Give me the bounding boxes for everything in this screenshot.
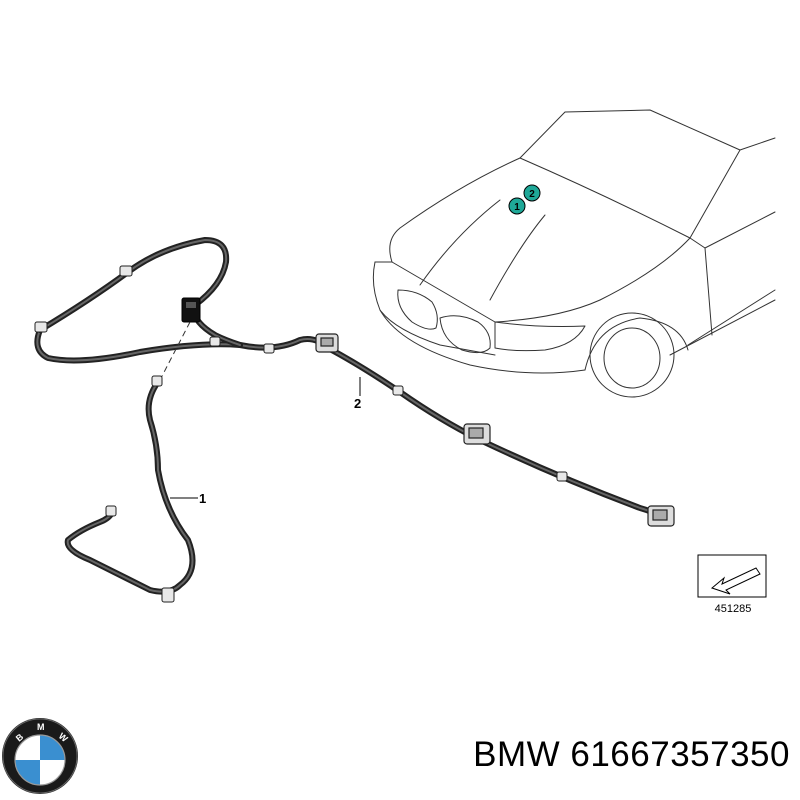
hood-badge-1: 1	[508, 197, 526, 215]
hose-clip	[392, 385, 404, 396]
hood-badge-group: 2 1	[508, 184, 541, 215]
leader-dashed	[159, 321, 191, 381]
washer-hose-2	[34, 237, 668, 523]
reference-box: 451285	[697, 554, 767, 615]
hose-clips	[34, 265, 568, 482]
bmw-logo: B M W	[2, 718, 78, 794]
hose-clip	[119, 265, 133, 277]
hose-clip	[556, 471, 568, 482]
hose-clip	[209, 336, 221, 347]
hose-connector	[181, 297, 201, 323]
hose-1-fittings	[105, 375, 175, 603]
hood-badge-2: 2	[523, 184, 541, 202]
hood-badge-1-label: 1	[514, 202, 520, 213]
callout-2-label: 2	[354, 396, 361, 411]
callout-1-label: 1	[199, 491, 206, 506]
washer-hose-1	[64, 379, 196, 595]
logo-letter-b: B	[14, 731, 26, 743]
spray-nozzle	[647, 505, 675, 527]
spray-nozzle	[463, 423, 491, 445]
car-outline	[372, 109, 776, 398]
hose-clip	[34, 321, 48, 333]
spray-nozzles	[315, 333, 675, 527]
spray-nozzle	[315, 333, 339, 353]
arrow-icon	[710, 567, 761, 595]
hose-clip	[263, 343, 275, 354]
callout-1: 1	[170, 491, 206, 506]
reference-number: 451285	[715, 603, 752, 615]
hood-badge-2-label: 2	[529, 189, 535, 200]
part-number-caption: BMW 61667357350	[473, 735, 790, 774]
callout-2: 2	[354, 377, 361, 411]
logo-letter-m: M	[37, 722, 45, 732]
